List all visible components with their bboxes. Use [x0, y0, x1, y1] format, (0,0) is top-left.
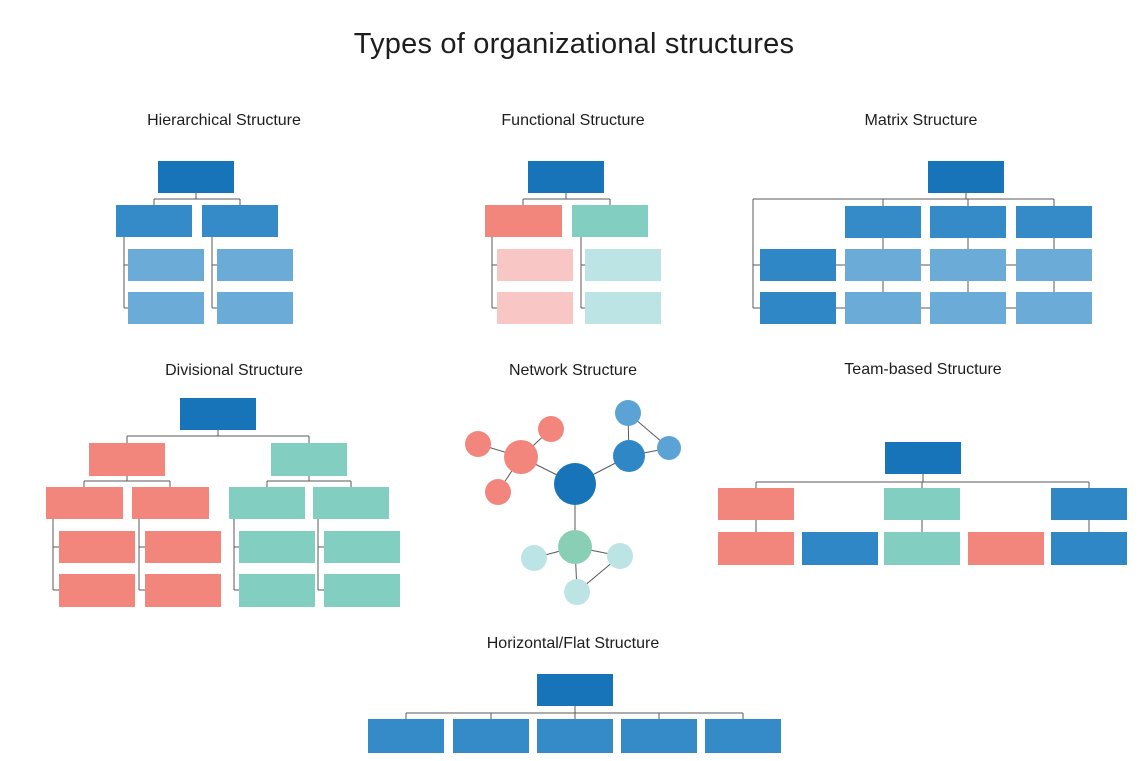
matrix-node-box [845, 249, 921, 281]
network-node-circle [521, 545, 547, 571]
team-based-node-box [802, 532, 878, 565]
team-based-node-box [968, 532, 1044, 565]
hierarchical-diagram [116, 161, 293, 324]
functional-node-box [585, 292, 661, 324]
matrix-node-box [1016, 292, 1092, 324]
network-node-circle [613, 440, 645, 472]
divisional-node-box [59, 531, 135, 563]
matrix-diagram [752, 161, 1092, 324]
functional-diagram [485, 161, 661, 324]
team-based-node-box [718, 532, 794, 565]
matrix-node-box [760, 292, 836, 324]
horizontal-flat-node-box [705, 719, 781, 753]
divisional-node-box [324, 574, 400, 607]
divisional-node-box [59, 574, 135, 607]
horizontal-flat-node-box [368, 719, 444, 753]
divisional-node-box [239, 531, 315, 563]
network-node-circle [558, 530, 592, 564]
functional-node-box [528, 161, 604, 193]
diagram-title-network: Network Structure [508, 362, 638, 379]
team-based-node-box [884, 532, 960, 565]
divisional-node-box [271, 443, 347, 476]
divisional-node-box [239, 574, 315, 607]
divisional-node-box [46, 487, 123, 519]
divisional-node-box [180, 398, 256, 430]
functional-node-box [497, 292, 573, 324]
divisional-node-box [145, 574, 221, 607]
network-node-circle [657, 436, 681, 460]
matrix-node-box [1016, 206, 1092, 238]
matrix-node-box [845, 292, 921, 324]
diagram-title-hierarchical: Hierarchical Structure [147, 112, 301, 129]
network-node-circle [554, 463, 596, 505]
network-node-circle [615, 400, 641, 426]
network-node-circle [485, 479, 511, 505]
horizontal-flat-node-box [621, 719, 697, 753]
diagram-title-team-based: Team-based Structure [844, 361, 1002, 378]
team-based-node-box [1051, 488, 1127, 520]
diagram-title-divisional: Divisional Structure [165, 362, 303, 379]
divisional-node-box [145, 531, 221, 563]
network-node-circle [607, 543, 633, 569]
horizontal-flat-node-box [537, 674, 613, 706]
horizontal-flat-node-box [453, 719, 529, 753]
matrix-node-box [930, 206, 1006, 238]
functional-node-box [497, 249, 573, 281]
network-node-circle [504, 440, 538, 474]
divisional-node-box [324, 531, 400, 563]
hierarchical-node-box [158, 161, 234, 193]
team-based-node-box [1051, 532, 1127, 565]
matrix-node-box [928, 161, 1004, 193]
divisional-node-box [132, 487, 209, 519]
divisional-node-box [229, 487, 305, 519]
team-based-node-box [718, 488, 794, 520]
matrix-node-box [845, 206, 921, 238]
matrix-node-box [930, 249, 1006, 281]
hierarchical-node-box [128, 249, 204, 281]
functional-node-box [572, 205, 648, 237]
team-based-node-box [885, 442, 961, 474]
diagram-title-horizontal-flat: Horizontal/Flat Structure [486, 635, 660, 652]
divisional-node-box [89, 443, 165, 476]
network-node-circle [465, 431, 491, 457]
network-node-circle [564, 579, 590, 605]
page-title: Types of organizational structures [353, 28, 795, 60]
matrix-node-box [1016, 249, 1092, 281]
diagram-title-matrix: Matrix Structure [864, 112, 978, 129]
functional-node-box [585, 249, 661, 281]
horizontal-flat-diagram [368, 674, 781, 753]
diagram-title-functional: Functional Structure [501, 112, 645, 129]
network-diagram [465, 400, 681, 605]
network-node-circle [538, 416, 564, 442]
hierarchical-node-box [128, 292, 204, 324]
functional-node-box [485, 205, 562, 237]
hierarchical-node-box [116, 205, 192, 237]
team-based-diagram [718, 442, 1127, 565]
divisional-diagram [46, 398, 400, 607]
hierarchical-node-box [202, 205, 278, 237]
matrix-node-box [760, 249, 836, 281]
divisional-node-box [313, 487, 389, 519]
team-based-node-box [884, 488, 960, 520]
horizontal-flat-node-box [537, 719, 613, 753]
matrix-node-box [930, 292, 1006, 324]
hierarchical-node-box [217, 249, 293, 281]
hierarchical-node-box [217, 292, 293, 324]
